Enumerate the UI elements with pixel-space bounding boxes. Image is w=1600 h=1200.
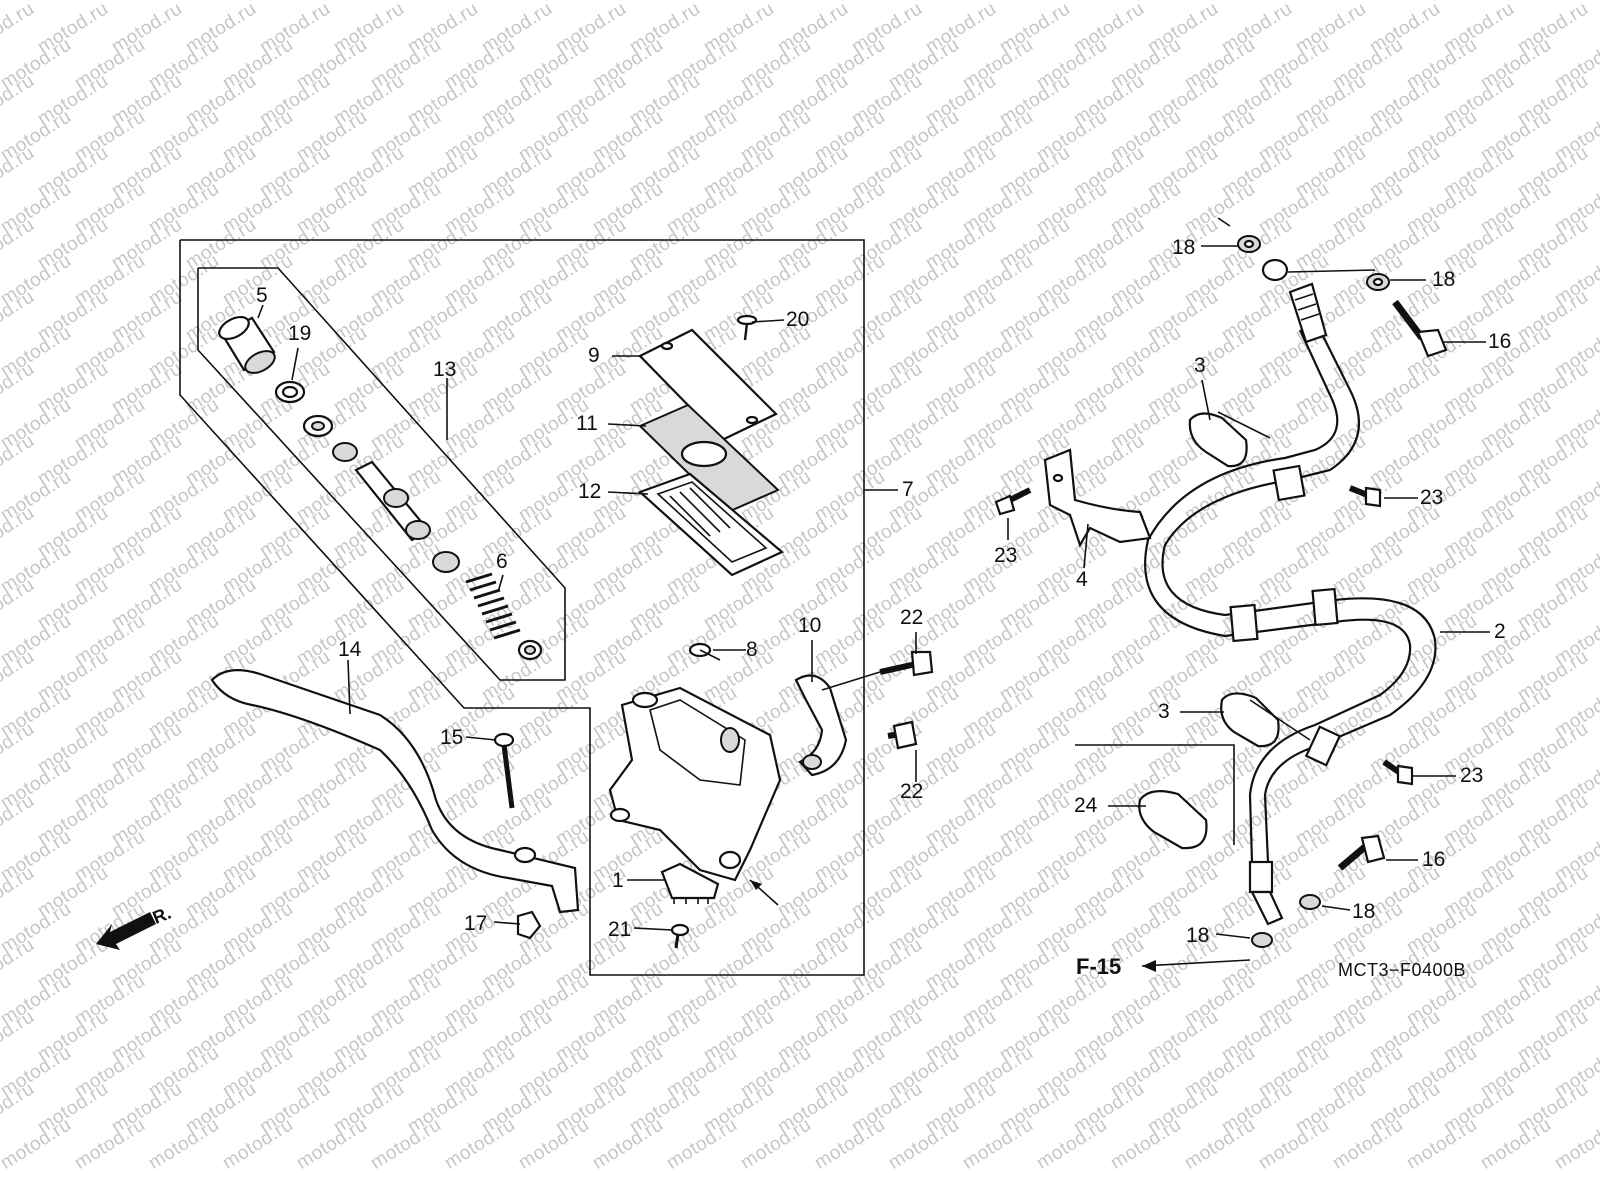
callout-20: 20 <box>786 308 809 331</box>
callout-9: 9 <box>588 344 600 367</box>
callout-3-bottom: 3 <box>1158 700 1170 723</box>
plate-11 <box>638 403 780 514</box>
callout-10: 10 <box>798 614 821 637</box>
callout-18-bottom-left: 18 <box>1186 924 1209 947</box>
front-arrow <box>96 912 156 950</box>
bracket-4 <box>1043 448 1152 548</box>
callouts: 5 19 13 6 9 11 12 20 7 8 10 22 22 14 15 … <box>256 236 1511 947</box>
washers-18 <box>1237 235 1390 948</box>
cup <box>432 551 460 573</box>
callout-12: 12 <box>578 480 601 503</box>
page-reference: F-15 <box>1076 954 1121 979</box>
callout-23-right-bottom: 23 <box>1460 764 1483 787</box>
callout-23-left: 23 <box>994 544 1017 567</box>
piston <box>354 460 431 542</box>
banjo-bolts-16 <box>1337 299 1448 871</box>
spring-6 <box>465 572 521 640</box>
switch-1 <box>660 862 720 904</box>
callout-22-bottom: 22 <box>900 780 923 803</box>
callout-13: 13 <box>433 358 456 381</box>
end-seal <box>517 639 543 661</box>
callout-16-top: 16 <box>1488 330 1511 353</box>
diaphragm-12 <box>637 472 785 577</box>
small-clip-8 <box>688 642 721 661</box>
callout-23-right-top: 23 <box>1420 486 1443 509</box>
nut-17 <box>516 910 542 940</box>
boot-5 <box>218 315 276 374</box>
front-label: FR. <box>140 903 174 932</box>
circlip-19 <box>274 380 306 404</box>
callout-8: 8 <box>746 638 758 661</box>
callout-16-bottom: 16 <box>1422 848 1445 871</box>
callout-11: 11 <box>576 412 598 435</box>
brake-hose-2 <box>1144 319 1437 926</box>
arrow-mark <box>749 879 779 906</box>
master-cylinder-body-7 <box>608 686 782 882</box>
callout-17: 17 <box>464 912 487 935</box>
screw-20 <box>736 314 758 341</box>
bolts-22 <box>879 650 934 750</box>
upper-fitting <box>1261 258 1376 344</box>
callout-19: 19 <box>288 322 311 345</box>
callout-18-top-left: 18 <box>1172 236 1195 259</box>
lever-14 <box>210 669 580 914</box>
clamps-3 <box>1188 412 1280 748</box>
callout-5: 5 <box>256 284 268 307</box>
callout-22-top: 22 <box>900 606 923 629</box>
callout-18-bottom-right: 18 <box>1352 900 1375 923</box>
callout-14: 14 <box>338 638 362 661</box>
washer <box>302 414 334 438</box>
callout-6: 6 <box>496 550 508 573</box>
callout-2: 2 <box>1494 620 1506 643</box>
seal <box>332 442 358 462</box>
callout-24: 24 <box>1074 794 1098 817</box>
assembly-outline <box>179 239 1235 976</box>
callout-21: 21 <box>608 918 631 941</box>
bolts-23 <box>994 485 1414 786</box>
callout-4: 4 <box>1076 568 1088 591</box>
callout-3-top: 3 <box>1194 354 1206 377</box>
leader-lines <box>257 245 1490 967</box>
clamp-24 <box>1138 789 1208 850</box>
callout-15: 15 <box>440 726 463 749</box>
pivot-bolt-15 <box>493 732 515 809</box>
holder-10 <box>794 674 848 777</box>
drawing-code: MCT3−F0400B <box>1338 960 1466 980</box>
callout-1: 1 <box>612 869 624 892</box>
callout-18-top-right: 18 <box>1432 268 1455 291</box>
callout-7: 7 <box>902 478 914 501</box>
page-reference-arrow <box>1142 960 1156 972</box>
screw-21 <box>670 923 690 949</box>
